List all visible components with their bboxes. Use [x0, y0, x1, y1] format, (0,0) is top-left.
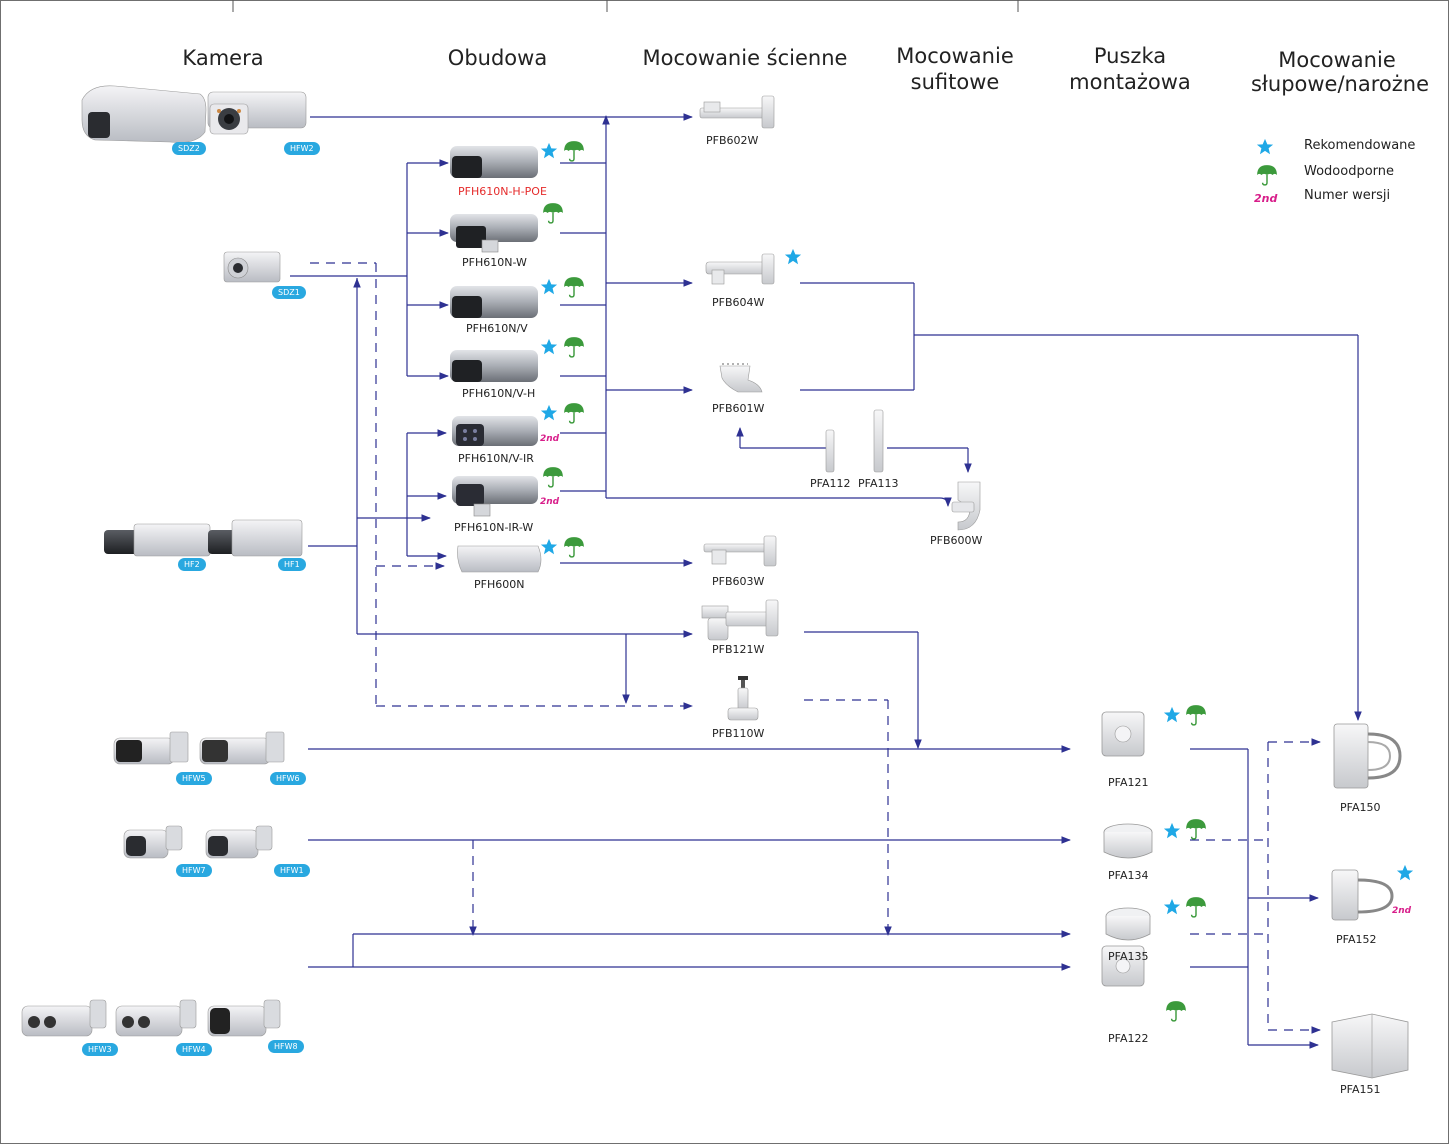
camera-hf1: [208, 520, 302, 556]
badge-hfw2: HFW2: [284, 142, 320, 155]
label-pfh610n-h-poe: PFH610N-H-POE: [458, 185, 547, 198]
badge-hf1: HF1: [278, 558, 306, 571]
badge-hfw8: HFW8: [268, 1040, 304, 1053]
housing-pfh610n-h-poe: [450, 146, 538, 178]
label-pfa122: PFA122: [1108, 1032, 1148, 1045]
camera-hfw6: [200, 732, 284, 764]
label-pfa113: PFA113: [858, 477, 898, 490]
label-pfh610n-ir-w: PFH610N-IR-W: [454, 521, 533, 534]
badge-hfw4: HFW4: [176, 1043, 212, 1056]
camera-hfw1: [206, 826, 272, 858]
mount-pfa113: [874, 410, 883, 472]
label-pfh610n-v: PFH610N/V: [466, 322, 528, 335]
housing-pfh600n: [458, 546, 542, 572]
mount-pfb604w: [706, 254, 774, 284]
version-tag-pfh610n-ir-w: 2nd: [540, 497, 559, 507]
mount-pfb603w: [704, 536, 776, 566]
box-pfa135: [1106, 908, 1150, 940]
badge-hf2: HF2: [178, 558, 206, 571]
badge-hfw1: HFW1: [274, 864, 310, 877]
mount-pfb601w: [720, 364, 762, 392]
label-pfb600w: PFB600W: [930, 534, 982, 547]
label-pfb110w: PFB110W: [712, 727, 764, 740]
badge-hfw3: HFW3: [82, 1043, 118, 1056]
camera-hfw5: [114, 732, 188, 764]
badge-hfw7: HFW7: [176, 864, 212, 877]
camera-hfw4: [116, 1000, 196, 1036]
version-tag-pfa152: 2nd: [1392, 906, 1411, 916]
label-pfa112: PFA112: [810, 477, 850, 490]
legend-waterproof: Wodoodporne: [1304, 164, 1394, 179]
housing-pfh610n-v: [450, 286, 538, 318]
label-pfh610n-w: PFH610N-W: [462, 256, 527, 269]
camera-hfw7: [124, 826, 182, 858]
housing-pfh610n-w: [450, 214, 538, 252]
camera-hfw3: [22, 1000, 106, 1036]
badge-sdz1: SDZ1: [272, 286, 306, 299]
legend-version-number: Numer wersji: [1304, 188, 1390, 203]
mount-pfa112: [826, 430, 834, 472]
mount-pfb600w: [952, 482, 980, 530]
mount-pfb110w: [728, 676, 758, 720]
housing-pfh610n-v-ir: [452, 416, 538, 446]
badge-hfw6: HFW6: [270, 772, 306, 785]
label-pfb604w: PFB604W: [712, 296, 764, 309]
pole-pfa152: [1332, 870, 1392, 920]
camera-hf2: [104, 524, 210, 556]
housing-pfh610n-v-h: [450, 350, 538, 382]
mount-pfb121w: [702, 600, 778, 640]
label-pfb602w: PFB602W: [706, 134, 758, 147]
label-pfh610n-v-ir: PFH610N/V-IR: [458, 452, 534, 465]
camera-sdz1: [224, 252, 280, 282]
legend-recommended: Rekomendowane: [1304, 138, 1415, 153]
mount-pfb602w: [700, 96, 774, 128]
box-pfa121: [1102, 712, 1144, 756]
camera-sdz2: [82, 86, 206, 143]
label-pfb603w: PFB603W: [712, 575, 764, 588]
label-pfa134: PFA134: [1108, 869, 1148, 882]
label-pfa151: PFA151: [1340, 1083, 1380, 1096]
label-pfb121w: PFB121W: [712, 643, 764, 656]
camera-hfw2: [208, 92, 306, 134]
label-pfa150: PFA150: [1340, 801, 1380, 814]
badge-sdz2: SDZ2: [172, 142, 206, 155]
label-pfa152: PFA152: [1336, 933, 1376, 946]
label-pfa135: PFA135: [1108, 950, 1148, 963]
label-pfa121: PFA121: [1108, 776, 1148, 789]
label-pfh610n-v-h: PFH610N/V-H: [462, 387, 535, 400]
markers: [541, 139, 1413, 1021]
housing-pfh610n-ir-w: [452, 476, 538, 516]
camera-hfw8: [208, 1000, 280, 1036]
pole-pfa150: [1334, 724, 1400, 788]
badge-hfw5: HFW5: [176, 772, 212, 785]
label-pfb601w: PFB601W: [712, 402, 764, 415]
box-pfa134: [1104, 824, 1152, 858]
legend-version-tag: 2nd: [1254, 192, 1277, 205]
version-tag-pfh610n-v-ir: 2nd: [540, 434, 559, 444]
pole-pfa151: [1332, 1014, 1408, 1078]
label-pfh600n: PFH600N: [474, 578, 524, 591]
